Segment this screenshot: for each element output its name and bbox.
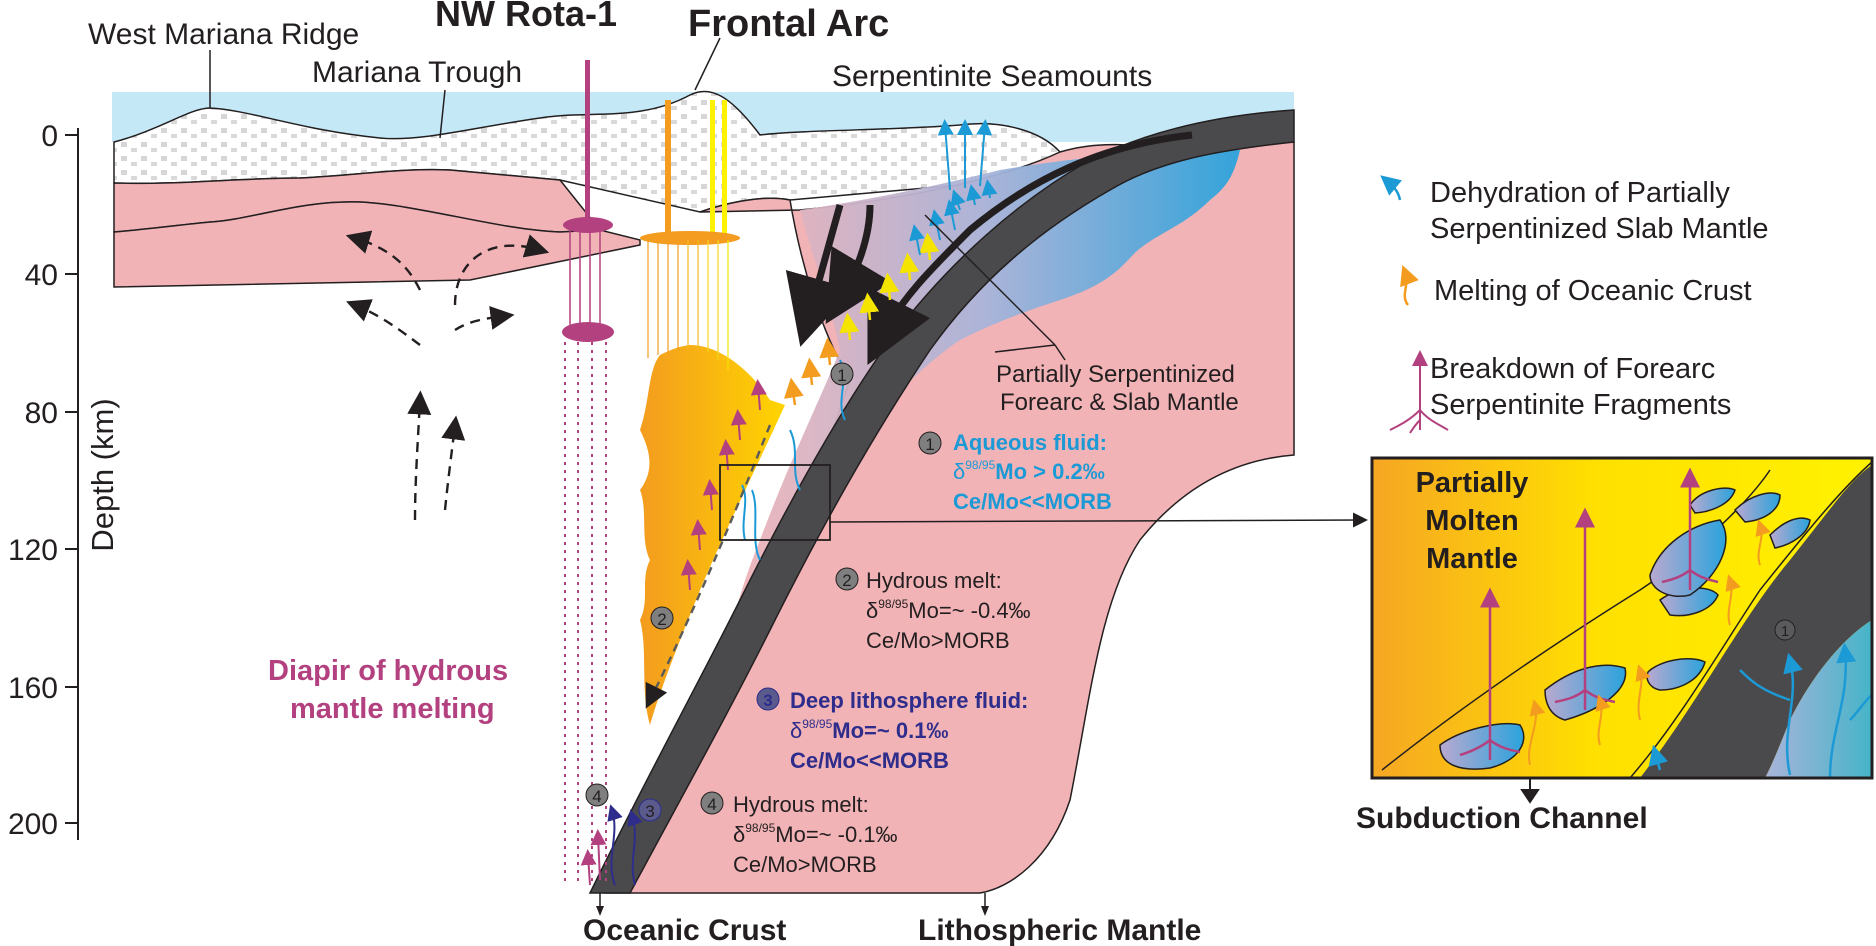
svg-text:1: 1 (1781, 623, 1789, 640)
svg-text:3: 3 (763, 691, 772, 710)
marker-1: 1 (830, 362, 854, 386)
inset-label-partially: Partially (1416, 467, 1529, 499)
purple-branch-arrow-icon (1389, 350, 1449, 434)
fluid3-title: Deep lithosphere fluid: (790, 688, 1028, 713)
label-partially-serpentinized-2: Forearc & Slab Mantle (1000, 389, 1239, 416)
arc-conduit-orange (665, 100, 671, 235)
svg-text:Serpentinite Fragments: Serpentinite Fragments (1430, 389, 1731, 421)
inset-subduction-channel: 1 Partially Molten Mantle Subduction Cha… (1356, 456, 1874, 835)
fluid2-ratio: Ce/Mo>MORB (866, 628, 1010, 653)
oceanic-crust-pointer-tip (596, 906, 604, 916)
marker-4: 4 (585, 783, 609, 807)
legend-item-fragment-breakdown: Breakdown of Forearc Serpentinite Fragme… (1389, 350, 1731, 434)
slab-orange-arrows (783, 337, 840, 406)
fluid1-ratio: Ce/Mo<<MORB (953, 489, 1112, 514)
svg-text:δ98/95Mo=~ -0.1‰: δ98/95Mo=~ -0.1‰ (733, 821, 898, 847)
arc-conduit-yellow-2 (722, 100, 727, 235)
inset-marker-1 (1774, 619, 1796, 641)
depth-tick-120: 120 (8, 534, 58, 567)
svg-text:4: 4 (707, 795, 716, 814)
arc-conduit-yellow-1 (710, 100, 715, 235)
fluid4-ratio: Ce/Mo>MORB (733, 852, 877, 877)
inset-slab-band (1640, 465, 1872, 778)
slab-yellow-arrows (839, 232, 940, 341)
slab-motion-arrow (867, 131, 1193, 366)
legend: Dehydration of Partially Serpentinized S… (1380, 175, 1769, 434)
marker-2: 2 (650, 606, 674, 630)
melt-zone (640, 345, 785, 725)
depth-axis-label: Depth (km) (85, 398, 120, 551)
svg-text:Melting of Oceanic Crust: Melting of Oceanic Crust (1434, 275, 1752, 307)
label-nw-rota: NW Rota-1 (435, 0, 617, 34)
svg-text:2: 2 (842, 571, 851, 590)
label-oceanic-crust: Oceanic Crust (583, 914, 786, 946)
fluid-annotation-4: 4 Hydrous melt: δ98/95Mo=~ -0.1‰ Ce/Mo>M… (700, 791, 898, 877)
inset-blue-arrows (1648, 642, 1873, 779)
svg-text:Breakdown of Forearc: Breakdown of Forearc (1430, 353, 1715, 385)
label-lithospheric-mantle: Lithospheric Mantle (918, 914, 1201, 946)
depth-tick-160: 160 (8, 672, 58, 705)
convection-arrows (345, 230, 550, 521)
inset-label-molten: Molten (1425, 505, 1518, 537)
rota-magma-chamber (563, 217, 613, 233)
label-subduction-channel: Subduction Channel (1356, 802, 1648, 835)
blue-arrow-icon (1380, 175, 1403, 201)
label-diapir-2: mantle melting (290, 693, 495, 725)
svg-text:δ98/95Mo=~ -0.4‰: δ98/95Mo=~ -0.4‰ (866, 597, 1031, 623)
depth-tick-40: 40 (25, 259, 58, 292)
inset-channel-boundary-2 (1629, 461, 1873, 779)
label-west-mariana-ridge: West Mariana Ridge (88, 18, 359, 51)
diapir-trail (564, 342, 607, 885)
svg-text:Serpentinized Slab Mantle: Serpentinized Slab Mantle (1430, 213, 1769, 245)
depth-tick-0: 0 (41, 120, 58, 153)
label-mariana-trough: Mariana Trough (312, 56, 522, 89)
fluid-annotation-1: 1 Aqueous fluid: δ98/95Mo > 0.2‰ Ce/Mo<<… (918, 430, 1112, 514)
inset-purple-arrows (1459, 467, 1719, 760)
arc-feeder-lines (647, 240, 729, 370)
inset-orange-arrows (1528, 519, 1771, 766)
deep-navy-arrows (607, 804, 643, 886)
label-partially-serpentinized-1: Partially Serpentinized (996, 361, 1235, 388)
inset-pointer-line (829, 512, 1368, 528)
inset-label-mantle: Mantle (1426, 543, 1518, 575)
depth-tick-200: 200 (8, 808, 58, 841)
depth-tick-80: 80 (25, 397, 58, 430)
depth-axis-ticks (65, 134, 78, 824)
fluid-annotation-3: 3 Deep lithosphere fluid: δ98/95Mo=~ 0.1… (756, 687, 1028, 773)
arc-magma-chamber (640, 231, 740, 245)
svg-text:Dehydration of Partially: Dehydration of Partially (1430, 177, 1730, 209)
svg-text:2: 2 (657, 610, 666, 629)
channel-dashed-arrow (645, 424, 772, 709)
svg-text:4: 4 (592, 787, 601, 806)
marker-3: 3 (638, 798, 662, 822)
fluid1-title: Aqueous fluid: (953, 430, 1107, 455)
fluid4-title: Hydrous melt: (733, 792, 869, 817)
svg-text:δ98/95Mo=~ 0.1‰: δ98/95Mo=~ 0.1‰ (790, 717, 948, 743)
label-pointer-lines (209, 37, 1066, 912)
label-serpentinite-seamounts: Serpentinite Seamounts (832, 60, 1152, 93)
label-frontal-arc: Frontal Arc (688, 3, 889, 45)
slab-blue-arrows (741, 199, 960, 561)
orange-arrow-icon (1400, 264, 1419, 306)
rota-conduit (585, 60, 590, 225)
backarc-mantle-lower (113, 201, 641, 288)
svg-text:1: 1 (837, 366, 846, 385)
inset-locator-box (719, 464, 831, 541)
svg-text:1: 1 (925, 435, 934, 454)
rota-feeder-lines (569, 230, 601, 330)
legend-item-dehydration: Dehydration of Partially Serpentinized S… (1380, 175, 1769, 245)
wedge-flow-arrow-2 (825, 204, 892, 325)
label-diapir-1: Diapir of hydrous (268, 655, 508, 687)
lithospheric-mantle-pointer-tip (981, 906, 989, 916)
rota-diapir-head (562, 322, 614, 342)
fluid2-title: Hydrous melt: (866, 568, 1002, 593)
legend-item-crust-melting: Melting of Oceanic Crust (1400, 264, 1752, 307)
wedge-flow-arrow-1 (785, 204, 854, 347)
svg-text:3: 3 (645, 802, 654, 821)
fluid3-ratio: Ce/Mo<<MORB (790, 748, 949, 773)
inset-channel-pointer (1520, 778, 1540, 804)
fluid-annotation-2: 2 Hydrous melt: δ98/95Mo=~ -0.4‰ Ce/Mo>M… (835, 567, 1031, 653)
svg-text:δ98/95Mo > 0.2‰: δ98/95Mo > 0.2‰ (953, 458, 1105, 484)
